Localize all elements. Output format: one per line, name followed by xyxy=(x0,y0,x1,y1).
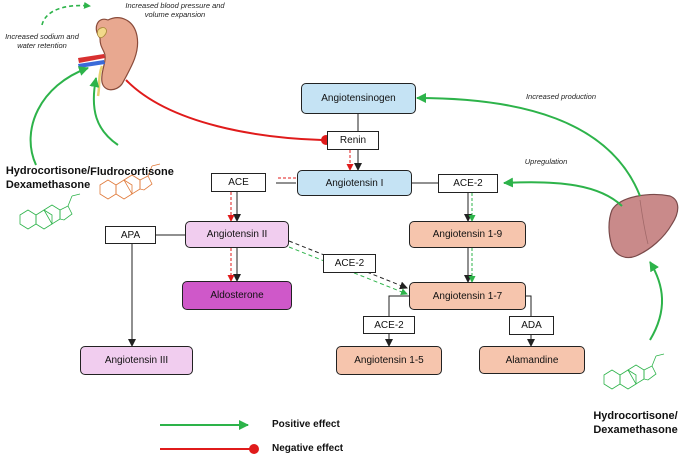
enzyme-ace2-mid: ACE-2 xyxy=(323,254,376,273)
steroid-structure-icon xyxy=(603,353,665,390)
node-angiotensin-1-7: Angiotensin 1-7 xyxy=(409,282,526,310)
node-angiotensin-1: Angiotensin I xyxy=(297,170,412,196)
node-angiotensin-1-9: Angiotensin 1-9 xyxy=(409,221,526,248)
annotation-increased-production: Increased production xyxy=(525,92,597,101)
fludro-to-kidney-arrow xyxy=(89,77,119,146)
legend-positive-label: Positive effect xyxy=(272,419,340,430)
kidney-icon xyxy=(78,17,139,97)
enzyme-ace: ACE xyxy=(211,173,266,192)
enzyme-ace2-bottom: ACE-2 xyxy=(363,316,415,334)
steroid-structure-icon xyxy=(19,193,81,230)
annotation-blood-pressure: Increased blood pressure and volume expa… xyxy=(125,1,225,20)
enzyme-apa: APA xyxy=(105,226,156,244)
steroid-structure-icon xyxy=(99,163,161,200)
node-angiotensin-1-5: Angiotensin 1-5 xyxy=(336,346,442,375)
node-angiotensin-3: Angiotensin III xyxy=(80,346,193,375)
kidney-to-renin-inhibition xyxy=(125,79,323,141)
node-alamandine: Alamandine xyxy=(479,346,585,374)
annotation-sodium-retention: Increased sodium and water retention xyxy=(5,32,79,51)
liver-to-angiotensinogen-arrow xyxy=(416,93,641,197)
drug-to-liver-arrow xyxy=(649,261,663,341)
hydro-to-kidney-arrow xyxy=(29,66,89,166)
liver-to-ace2-arrow xyxy=(503,177,623,207)
drug-hydrocortisone-right: Hydrocortisone/ Dexamethasone xyxy=(593,410,678,436)
drug-fludrocortisone: Fludrocortisone xyxy=(90,166,174,178)
enzyme-ace2-top: ACE-2 xyxy=(438,174,498,193)
enzyme-renin: Renin xyxy=(327,131,379,150)
liver-icon xyxy=(608,193,679,259)
bp-effect-arrow xyxy=(41,1,91,26)
annotation-upregulation: Upregulation xyxy=(524,157,568,166)
node-aldosterone: Aldosterone xyxy=(182,281,292,310)
node-angiotensin-2: Angiotensin II xyxy=(185,221,289,248)
drug-hydrocortisone-left: Hydrocortisone/ Dexamethasone xyxy=(5,165,91,191)
enzyme-ada: ADA xyxy=(509,316,554,335)
legend-negative-label: Negative effect xyxy=(272,443,344,454)
node-angiotensinogen: Angiotensinogen xyxy=(301,83,416,114)
legend-negative-dot xyxy=(249,444,259,454)
